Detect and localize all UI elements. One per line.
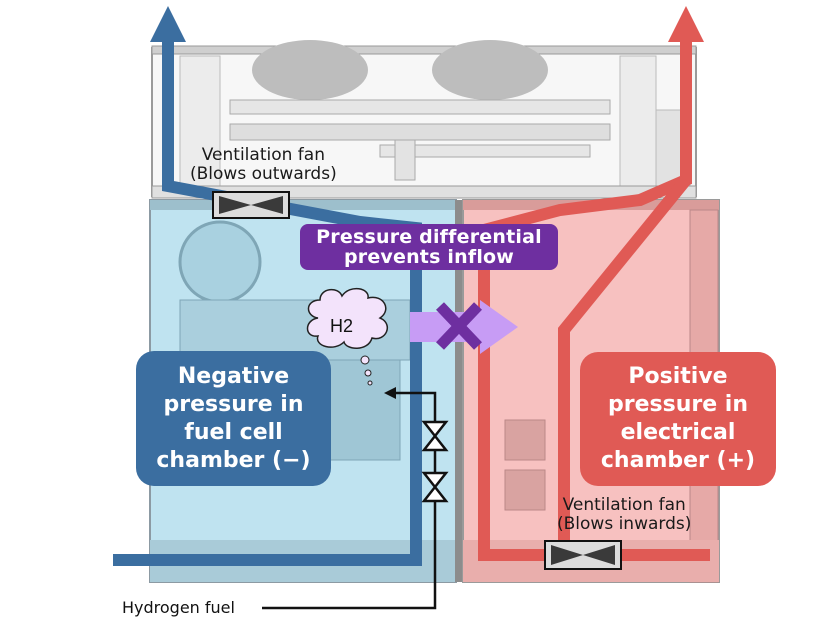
hydrogen-fuel-line [262,387,449,610]
fan-outwards-label: Ventilation fan (Blows outwards) [190,146,337,184]
hydrogen-fuel-label: Hydrogen fuel [122,598,235,617]
valve-icon-upper [421,420,449,452]
cross-icon [436,302,482,350]
badge-line2: prevents inflow [343,246,515,268]
pressure-differential-badge: Pressure differential prevents inflow [300,224,558,270]
cooling-fan-left [252,40,368,100]
positive-line3: electrical [620,420,736,445]
exhaust-arrow-icon [150,6,186,42]
positive-line4: chamber (+) [600,448,756,473]
fan-outwards-line1: Ventilation fan [201,145,325,165]
badge-line1: Pressure differential [316,226,542,248]
intake-airflow-path [478,6,710,561]
negative-pressure-box: Negative pressure in fuel cell chamber (… [136,351,331,486]
positive-pressure-box: Positive pressure in electrical chamber … [580,352,776,486]
negative-line4: chamber (−) [156,447,311,473]
h2-cloud-icon [306,287,389,386]
positive-line2: pressure in [607,392,748,417]
fan-inwards-line1: Ventilation fan [562,495,686,515]
blocked-flow-arrow [410,300,518,354]
negative-line1: Negative [177,363,290,389]
positive-line1: Positive [628,364,728,389]
h2-label: H2 [330,316,354,336]
negative-line3: fuel cell [184,419,283,445]
fan-outwards-icon [212,191,290,219]
chamber-divider [455,200,463,582]
fan-inwards-line2: (Blows inwards) [557,514,692,534]
cooling-fan-right [432,40,548,100]
fan-outwards-line2: (Blows outwards) [190,164,337,184]
fan-inwards-icon [544,540,622,570]
upper-housing [151,40,697,199]
fan-inwards-label: Ventilation fan (Blows inwards) [557,496,691,534]
valve-icon-lower [421,471,449,503]
negative-line2: pressure in [163,391,304,417]
intake-arrow-icon [668,6,704,42]
fuel-arrow-icon [384,387,396,399]
